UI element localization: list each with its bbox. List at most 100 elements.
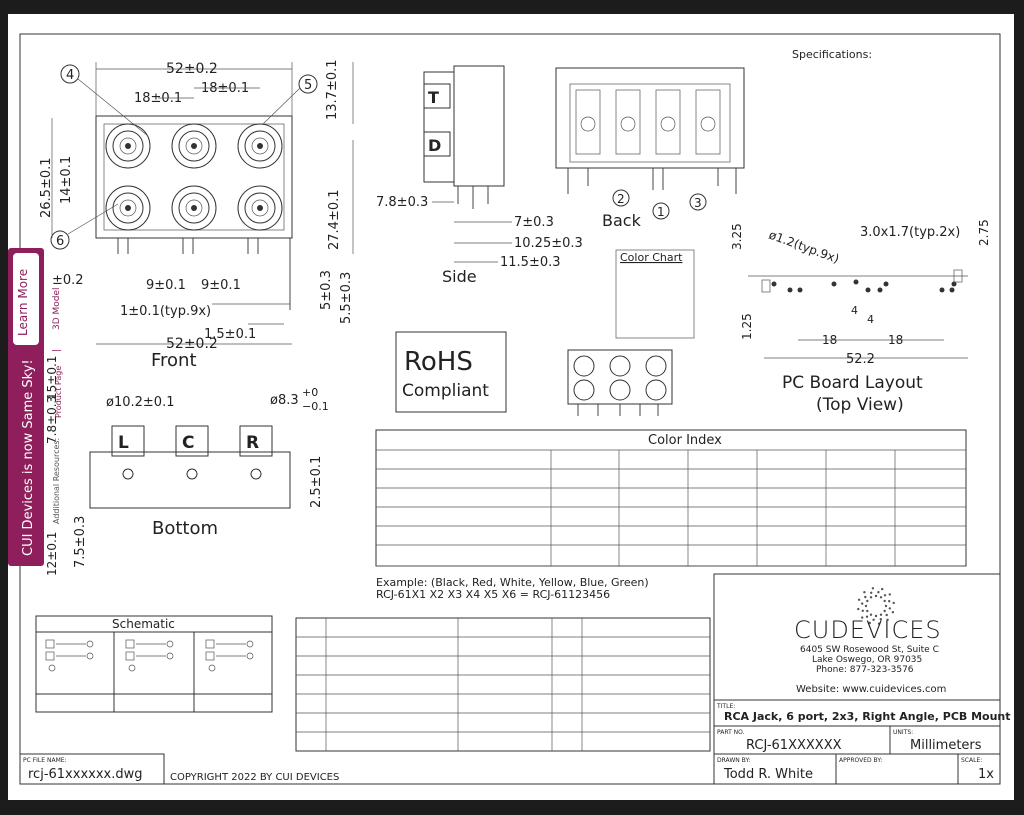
back-hole bbox=[580, 116, 596, 132]
jack-center bbox=[191, 143, 197, 149]
jack-outer bbox=[105, 185, 151, 231]
back-slot bbox=[655, 89, 681, 155]
dim-partial-c: 12±0.1 bbox=[45, 532, 59, 576]
front-view: 52±0.2 18±0.1 18±0.1 52±0.2 9±0.1 9±0.1 … bbox=[39, 59, 354, 371]
dim-side-1025: 10.25±0.3 bbox=[514, 236, 583, 251]
pcb-275: 2.75 bbox=[977, 219, 991, 246]
bottom-label-l: L bbox=[118, 433, 129, 453]
pcb-hole bbox=[949, 287, 955, 293]
product-page-link[interactable]: Product Page bbox=[54, 365, 63, 418]
side-label-d: D bbox=[428, 136, 441, 155]
pcb-slot-note: 3.0x1.7(typ.2x) bbox=[860, 225, 960, 240]
side-label-t: T bbox=[428, 88, 439, 107]
address-line1: 6405 SW Rosewood St, Suite C bbox=[800, 645, 939, 655]
logo-dot bbox=[863, 591, 866, 594]
pcb-hole bbox=[853, 279, 859, 285]
logo-dot bbox=[864, 604, 868, 608]
jack-outer bbox=[237, 123, 283, 169]
dim-side-78: 7.8±0.3 bbox=[376, 195, 428, 210]
terminal-icon bbox=[246, 652, 254, 660]
input-port-circle bbox=[573, 379, 595, 401]
logo-dot bbox=[870, 591, 873, 594]
color-chart: Color Chart bbox=[615, 249, 695, 339]
pcb-hole bbox=[951, 281, 957, 287]
dim-bottom-83: ø8.3 bbox=[270, 393, 299, 408]
logo-dot bbox=[879, 618, 882, 621]
terminal-icon bbox=[86, 652, 94, 660]
pcb-subtitle: (Top View) bbox=[816, 395, 904, 415]
rohs-line1: RoHS bbox=[404, 347, 473, 377]
terminal-icon bbox=[48, 664, 56, 672]
back-hole bbox=[700, 116, 716, 132]
color-chart-title: Color Chart bbox=[620, 251, 683, 264]
part-no: RCJ-61XXXXXX bbox=[746, 738, 842, 753]
color-index-table: Color Index bbox=[375, 429, 967, 567]
balloon-back-1: 1 bbox=[657, 205, 665, 219]
jack-ring-inner bbox=[119, 199, 137, 217]
website: Website: www.cuidevices.com bbox=[796, 684, 946, 695]
label-bottom: Bottom bbox=[152, 518, 218, 539]
jack-ring bbox=[244, 130, 276, 162]
terminal-icon bbox=[246, 640, 254, 648]
company-block: CUDEVICES 6405 SW Rosewood St, Suite C L… bbox=[713, 573, 1001, 701]
rohs-badge: RoHS Compliant bbox=[395, 331, 507, 413]
terminal-icon bbox=[86, 640, 94, 648]
learn-more-label[interactable]: Learn More bbox=[16, 268, 30, 336]
logo-dot bbox=[857, 598, 861, 601]
dim-side-7: 7±0.3 bbox=[514, 215, 554, 230]
logo-dot bbox=[861, 616, 864, 619]
dim-left-02: ±0.2 bbox=[52, 273, 84, 288]
logo-dot bbox=[874, 614, 878, 618]
dim-height-27: 27.4±0.1 bbox=[327, 189, 342, 250]
spec-title: Specifications: bbox=[792, 48, 872, 61]
logo-dot bbox=[861, 609, 864, 612]
pcb-hole bbox=[939, 287, 945, 293]
bottom-label-r: R bbox=[246, 433, 259, 453]
back-view: 2 1 3 Back bbox=[555, 67, 745, 230]
jack-ring-inner bbox=[185, 137, 203, 155]
logo-dot bbox=[866, 609, 869, 613]
dim-offset-15: 1.5±0.1 bbox=[204, 327, 256, 342]
jack-outer bbox=[105, 123, 151, 169]
model-3d-link[interactable]: 3D Model bbox=[52, 287, 62, 330]
dim-front-width: 52±0.2 bbox=[166, 61, 218, 77]
logo-dot bbox=[866, 599, 869, 603]
specifications: Specifications: bbox=[792, 48, 872, 61]
jack-ring bbox=[178, 192, 210, 224]
pcb-hole-note: ø1.2(typ.9x) bbox=[767, 228, 841, 266]
drawing-title: RCA Jack, 6 port, 2x3, Right Angle, PCB … bbox=[724, 710, 1011, 723]
schematic: Schematic bbox=[35, 615, 273, 713]
balloon-back-3: 3 bbox=[694, 196, 702, 210]
pcb-slot bbox=[953, 269, 963, 283]
dim-side-115: 11.5±0.3 bbox=[500, 255, 561, 270]
label-side: Side bbox=[442, 267, 477, 286]
switch-icon bbox=[205, 639, 215, 649]
logo-dot bbox=[874, 594, 878, 598]
jack-ring-inner bbox=[185, 199, 203, 217]
logo-dot bbox=[883, 599, 886, 603]
jack-outer bbox=[171, 185, 217, 231]
pcb-title: PC Board Layout bbox=[782, 373, 923, 393]
terminal-icon bbox=[208, 664, 216, 672]
learn-more-button[interactable] bbox=[13, 253, 39, 345]
pc-file-label: PC FILE NAME: bbox=[23, 757, 67, 764]
balloon-4: 4 bbox=[66, 68, 74, 83]
pcb-hole bbox=[797, 287, 803, 293]
title-label: TITLE: bbox=[716, 703, 735, 710]
pcb-hole bbox=[883, 281, 889, 287]
dim-bottom-75: 7.5±0.3 bbox=[73, 516, 88, 568]
side-view: T D 7.8±0.3 7±0.3 10.25±0.3 11.5±0.3 Sid… bbox=[376, 65, 583, 286]
back-slot bbox=[615, 89, 641, 155]
balloon-6: 6 bbox=[56, 234, 64, 249]
dim-partial-b: 15±0.1 bbox=[45, 356, 59, 400]
balloon-5: 5 bbox=[304, 78, 312, 93]
terminal-icon bbox=[166, 652, 174, 660]
dim-pin-1: 1±0.1(typ.9x) bbox=[120, 304, 211, 319]
jack-center bbox=[191, 205, 197, 211]
rohs-line2: Compliant bbox=[402, 381, 489, 401]
example-line1: Example: (Black, Red, White, Yellow, Blu… bbox=[376, 576, 649, 589]
logo-dot bbox=[879, 613, 883, 616]
input-port-circle bbox=[645, 379, 667, 401]
pcb-125: 1.25 bbox=[740, 313, 754, 340]
jack-center bbox=[125, 205, 131, 211]
